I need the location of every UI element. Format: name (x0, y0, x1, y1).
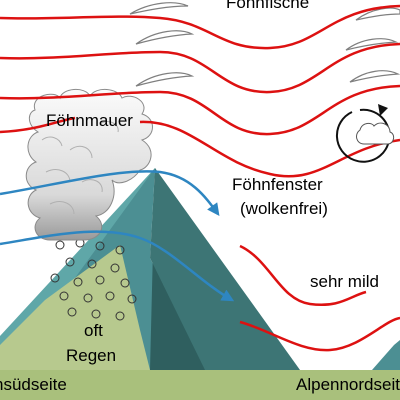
lens-cloud-icon (349, 70, 400, 83)
rain-drop-icon (95, 241, 105, 251)
lens-cloud-icon (135, 30, 195, 45)
label-suedseite: Alpensüdseite (0, 375, 67, 394)
airflow-arrow-upper (0, 170, 220, 217)
mountain-lee-face-lower (150, 168, 300, 370)
rain-drop-icon (67, 307, 77, 317)
rain-drop-icon (59, 291, 69, 301)
lens-cloud-icon (135, 72, 195, 87)
distant-mountain-right (372, 340, 400, 370)
rain-drop-icon (87, 259, 97, 269)
airflow-line-4b (139, 120, 400, 178)
label-sehr-mild: sehr mild (310, 272, 379, 291)
label-foehnfische: Föhnfische (226, 0, 309, 12)
rain-drop-icon (110, 263, 120, 273)
rotor-circulation-icon (335, 104, 395, 163)
airflow-arrow-lower (0, 230, 235, 302)
rain-drop-icon (120, 278, 130, 288)
lee-line-1 (239, 244, 367, 307)
airflow-line-1 (0, 4, 400, 50)
label-foehnfenster-line1: Föhnfenster (232, 175, 323, 194)
airflow-line-4a (0, 116, 76, 134)
rain-drop-icon (127, 294, 137, 304)
rain-drop-icon (55, 240, 65, 250)
warm-airflow-lines (0, 4, 400, 178)
airflow-line-2 (0, 42, 400, 94)
rain-drop-icon (73, 277, 83, 287)
cool-airflow-arrows (0, 170, 235, 302)
rain-area (0, 245, 150, 370)
lens-clouds (129, 2, 400, 87)
rain-drop-icon (65, 257, 75, 267)
label-oft: oft (84, 321, 103, 340)
rain-drop-icon (95, 275, 105, 285)
rain-drop-icon (115, 245, 125, 255)
label-foehnfenster-line2: (wolkenfrei) (240, 199, 328, 218)
airflow-line-3 (0, 84, 400, 136)
rain-drop-icon (50, 273, 60, 283)
rain-drop-icon (83, 293, 93, 303)
label-foehnmauer: Föhnmauer (46, 111, 133, 130)
foehn-wall-cloud (25, 89, 153, 241)
label-regen: Regen (66, 346, 116, 365)
lens-cloud-icon (345, 38, 399, 51)
ground-strip (0, 370, 400, 400)
rain-drop-icon (105, 291, 115, 301)
lee-line-2 (239, 316, 400, 352)
rain-drop-icon (115, 311, 125, 321)
lee-airflow-lines (239, 244, 400, 352)
rain-drop-icon (91, 309, 101, 319)
lens-cloud-icon (129, 2, 189, 15)
label-nordseite: Alpennordseite (296, 375, 400, 394)
lens-cloud-icon (355, 7, 400, 21)
